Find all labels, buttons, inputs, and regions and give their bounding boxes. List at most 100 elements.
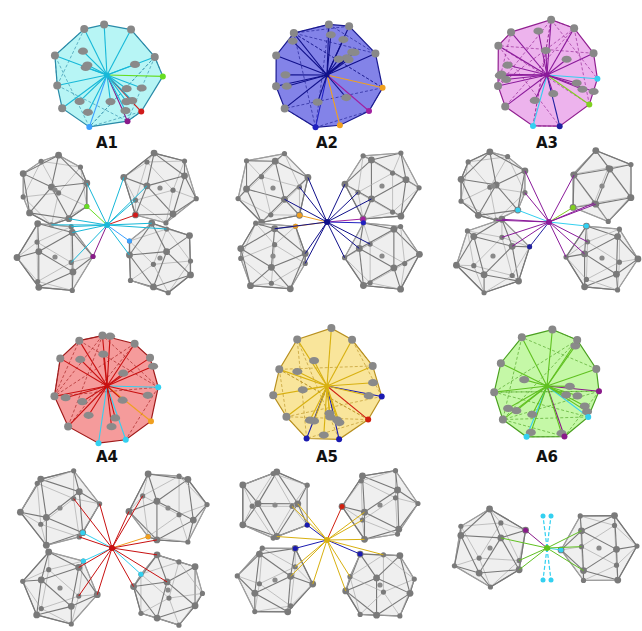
bond-line — [512, 222, 549, 246]
atom — [293, 335, 301, 343]
cluster-edge — [129, 255, 130, 280]
atom — [305, 417, 315, 424]
cluster-edge — [478, 185, 496, 216]
cluster-edge — [377, 593, 410, 615]
atom — [582, 408, 592, 415]
bond-line — [305, 222, 327, 263]
atom — [297, 213, 302, 218]
atom — [81, 559, 86, 564]
atom — [275, 365, 283, 373]
bond-line — [327, 75, 383, 88]
atom — [496, 70, 506, 77]
atom — [268, 264, 275, 271]
cluster-edge — [46, 492, 79, 518]
bond-line — [83, 533, 112, 548]
cluster-edge — [400, 556, 414, 579]
cluster-edge — [271, 267, 290, 288]
bond-line — [107, 225, 129, 241]
atom — [395, 531, 400, 536]
atom — [247, 282, 254, 289]
bond-line — [291, 540, 327, 576]
bond-line — [547, 548, 583, 571]
cluster-edge — [168, 275, 190, 293]
cluster-outline — [454, 509, 525, 587]
atom — [398, 224, 403, 229]
atom — [143, 392, 153, 399]
bond-line — [80, 75, 107, 101]
voronoi-cell — [494, 330, 599, 437]
cluster-edge — [307, 485, 308, 525]
atom — [123, 437, 129, 443]
atom — [235, 196, 240, 201]
atom — [476, 570, 483, 577]
cell-edge — [503, 417, 588, 420]
cluster-outline — [129, 223, 190, 293]
cluster-edge — [583, 571, 617, 580]
atom — [562, 56, 572, 63]
cluster-edge — [20, 512, 46, 517]
atom — [137, 84, 147, 91]
cluster-edge — [20, 512, 46, 545]
bond-line — [107, 57, 155, 75]
atom — [390, 209, 395, 214]
cluster-edge — [362, 520, 397, 534]
atom — [253, 221, 258, 226]
cluster-edge — [86, 183, 87, 206]
bond-line — [112, 548, 167, 582]
atom — [61, 394, 71, 401]
cluster-edge — [147, 176, 185, 186]
atom — [107, 423, 117, 430]
bond-line — [88, 75, 107, 112]
cluster-edge — [299, 187, 300, 215]
atom — [511, 407, 521, 414]
atom — [194, 196, 199, 201]
atom — [46, 567, 51, 572]
cluster-edge — [454, 566, 490, 587]
panel-art — [235, 324, 421, 618]
panel-label: A1 — [96, 136, 118, 151]
cluster-edge — [474, 219, 502, 236]
cluster-edge — [79, 492, 99, 504]
cluster-edge — [41, 479, 47, 517]
cell-edge — [498, 46, 593, 54]
cluster-edge — [615, 516, 617, 550]
cluster-edge — [371, 160, 372, 199]
atom — [170, 211, 177, 218]
cluster-edge — [51, 206, 86, 224]
bond-line — [327, 539, 364, 541]
atom — [64, 422, 72, 430]
cluster-outline — [342, 471, 418, 540]
atom — [14, 254, 21, 261]
atom — [121, 98, 131, 105]
cluster-edge — [290, 263, 305, 288]
atom — [584, 277, 589, 282]
atom — [157, 185, 162, 190]
atom — [572, 79, 582, 86]
cluster-edge — [454, 566, 479, 573]
center-atom — [324, 219, 330, 225]
atom — [298, 386, 308, 393]
voronoi-cell — [276, 24, 383, 127]
cell-edge — [316, 111, 369, 127]
cell-edge — [102, 336, 158, 388]
atom — [185, 539, 190, 544]
atom — [634, 543, 639, 548]
atom — [373, 575, 380, 582]
atom — [470, 233, 477, 240]
atom — [269, 281, 274, 286]
cluster-edge — [490, 152, 496, 185]
bond-line — [98, 386, 107, 443]
cluster-edge — [574, 169, 610, 175]
cluster-edge — [364, 529, 398, 539]
bond-line — [298, 504, 327, 540]
cluster-edge — [401, 180, 406, 216]
atom — [69, 229, 76, 236]
atom — [288, 37, 298, 44]
cluster-edge — [38, 262, 71, 281]
atom — [272, 502, 277, 507]
atom — [407, 590, 414, 597]
cluster-edge — [23, 581, 37, 615]
atom — [313, 124, 319, 130]
cluster-edge — [501, 530, 526, 538]
cluster-edge — [363, 212, 392, 219]
